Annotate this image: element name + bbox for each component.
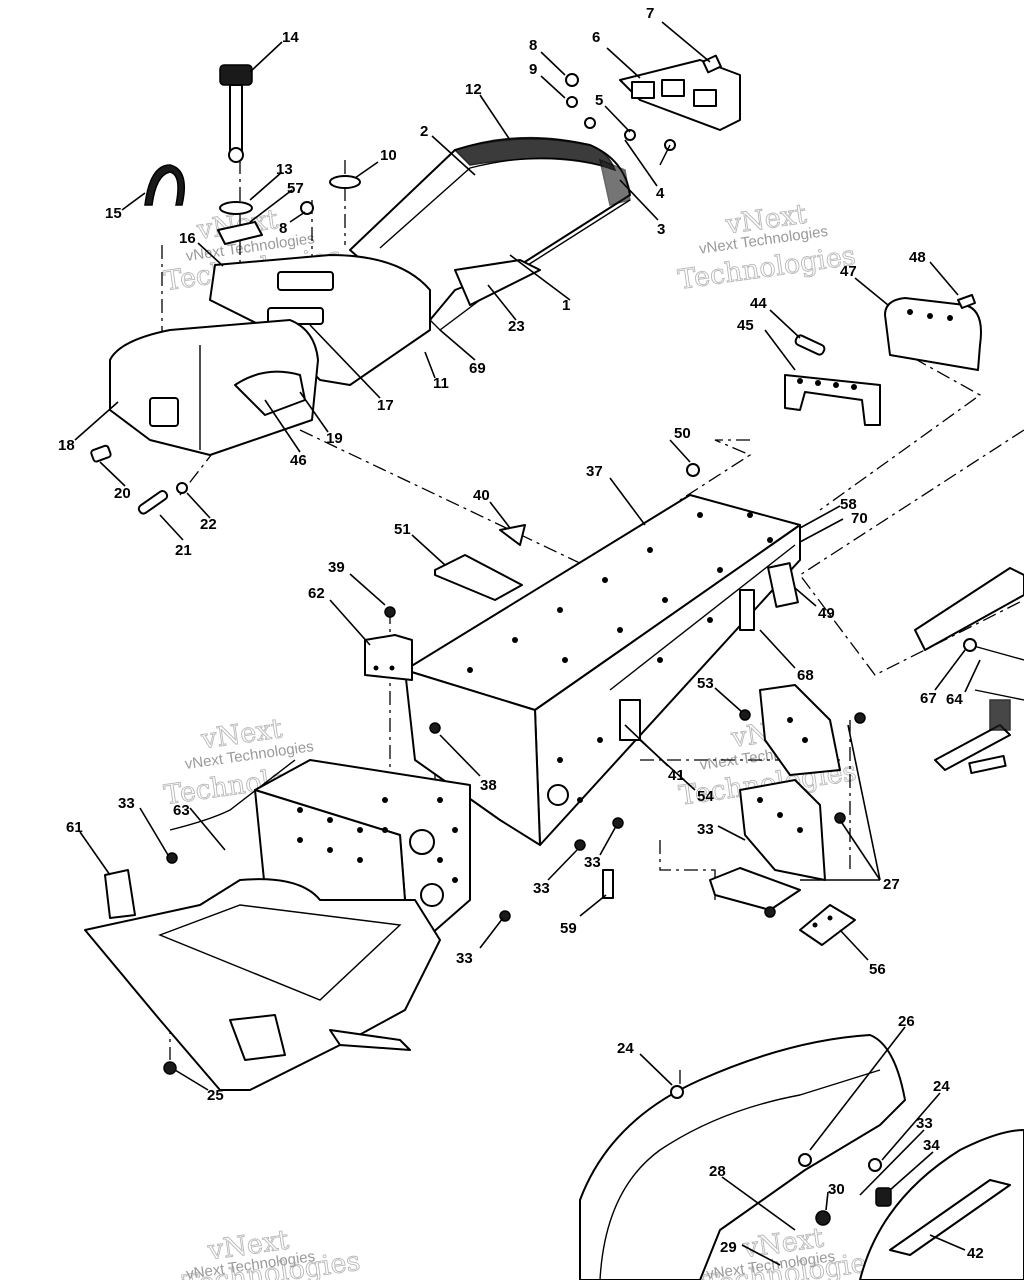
callout-label: 21	[175, 542, 192, 559]
callout-label: 14	[282, 29, 299, 46]
callout-label: 12	[465, 81, 482, 98]
callout-label: 41	[668, 767, 685, 784]
callout-label: 3	[657, 221, 665, 238]
callout-label: 54	[697, 788, 714, 805]
callout-label: 70	[851, 510, 868, 527]
callout-label: 9	[529, 61, 537, 78]
callout-label: 47	[840, 263, 857, 280]
callout-leaders	[74, 21, 981, 1266]
seat-hardware	[329, 54, 722, 189]
callout-label: 29	[720, 1239, 737, 1256]
callout-label: 24	[617, 1040, 634, 1057]
watermark: vNext Technologies vNext Technologies	[676, 198, 858, 296]
callout-label: 51	[394, 521, 411, 538]
callout-label: 11	[433, 375, 449, 392]
callout-label: 16	[179, 230, 196, 247]
callout-label: 33	[533, 880, 550, 897]
callout-label: 25	[207, 1087, 224, 1104]
hinge-plate	[619, 59, 741, 131]
callout-label: 45	[737, 317, 754, 334]
front-frame	[84, 759, 511, 1091]
callout-label: 50	[674, 425, 691, 442]
callout-label: 24	[933, 1078, 950, 1095]
callout-label: 56	[869, 961, 886, 978]
callout-label: 33	[584, 854, 601, 871]
callout-label: 17	[377, 397, 394, 414]
fuel-hose	[144, 164, 185, 206]
callout-label: 57	[287, 180, 304, 197]
watermark: vNext Technologies vNext Technologies	[180, 1224, 362, 1280]
callout-label: 33	[456, 950, 473, 967]
seat-assembly	[349, 136, 631, 331]
callout-label: 22	[200, 516, 217, 533]
callout-label: 37	[586, 463, 603, 480]
callout-label: 61	[66, 819, 83, 836]
callout-label: 30	[828, 1181, 845, 1198]
callout-label: 34	[923, 1137, 940, 1154]
callout-label: 49	[818, 605, 835, 622]
callout-label: 7	[646, 5, 654, 22]
callout-label: 69	[469, 360, 486, 377]
frame-slots	[467, 512, 773, 803]
callout-label: 44	[750, 295, 767, 312]
callout-label: 8	[529, 37, 537, 54]
callout-label: 28	[709, 1163, 726, 1180]
callout-label: 59	[560, 920, 577, 937]
callout-label: 6	[592, 29, 600, 46]
callout-label: 48	[909, 249, 926, 266]
callout-label: 19	[326, 430, 343, 447]
callout-label: 64	[946, 691, 963, 708]
callout-label: 38	[480, 777, 497, 794]
callout-label: 13	[276, 161, 293, 178]
brake-linkage	[914, 567, 1024, 775]
callout-label: 33	[118, 795, 135, 812]
callout-labels: 1 2 3 4 5 6 7 8 9 10 11 12 13 14 15 16 1…	[58, 5, 984, 1262]
callout-label: 2	[420, 123, 428, 140]
callout-label: 67	[920, 690, 937, 707]
frame-hardware	[364, 463, 799, 734]
callout-label: 39	[328, 559, 345, 576]
callout-label: 33	[916, 1115, 933, 1132]
callout-label: 40	[473, 487, 490, 504]
fuel-cap	[217, 64, 314, 245]
callout-label: 62	[308, 585, 325, 602]
callout-label: 18	[58, 437, 75, 454]
callout-label: 53	[697, 675, 714, 692]
callout-label: 5	[595, 92, 603, 109]
callout-label: 15	[105, 205, 122, 222]
callout-label: 8	[279, 220, 287, 237]
callout-label: 63	[173, 802, 190, 819]
fuel-fittings	[90, 444, 188, 515]
axle-bracket	[574, 684, 866, 946]
fuel-tank	[109, 254, 431, 456]
callout-label: 68	[797, 667, 814, 684]
main-frame	[404, 494, 801, 846]
callout-label: 10	[380, 147, 397, 164]
callout-label: 46	[290, 452, 307, 469]
callout-label: 26	[898, 1013, 915, 1030]
callout-label: 33	[697, 821, 714, 838]
callout-label: 20	[114, 485, 131, 502]
callout-label: 27	[883, 876, 900, 893]
callout-label: 23	[508, 318, 525, 335]
rear-bracket	[784, 294, 982, 426]
callout-label: 4	[656, 185, 665, 202]
callout-label: 42	[967, 1245, 984, 1262]
callout-label: 1	[562, 297, 570, 314]
fender	[579, 1034, 1024, 1280]
callout-label: 58	[840, 496, 857, 513]
